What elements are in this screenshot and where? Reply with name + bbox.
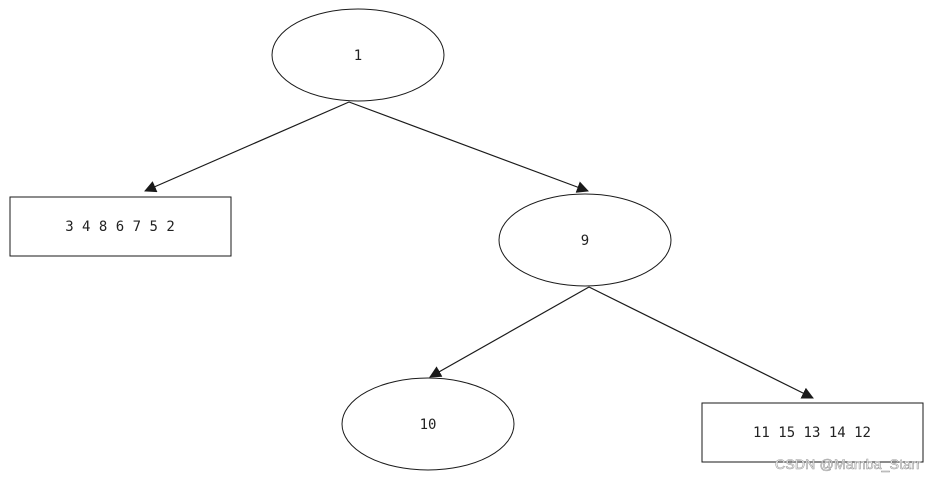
- edge-node-9-to-node-10: [429, 286, 590, 378]
- edge-root-to-node-9: [348, 101, 589, 193]
- node-9: 9: [498, 193, 672, 287]
- node-10: 10: [341, 377, 515, 471]
- edge-root-to-left-leaf: [144, 101, 350, 193]
- node-9-label: 9: [581, 233, 589, 249]
- watermark-text: CSDN @Mamba_Starr: [775, 456, 921, 473]
- root-node: 1: [271, 8, 445, 102]
- left-leaf-label: 3 4 8 6 7 5 2: [65, 219, 175, 235]
- left-leaf-node: 3 4 8 6 7 5 2: [9, 196, 232, 257]
- edge-node-9-to-right-leaf: [588, 286, 814, 399]
- root-node-label: 1: [354, 48, 362, 64]
- right-leaf-node: 11 15 13 14 12: [701, 402, 924, 463]
- node-10-label: 10: [420, 417, 437, 433]
- right-leaf-label: 11 15 13 14 12: [753, 425, 871, 441]
